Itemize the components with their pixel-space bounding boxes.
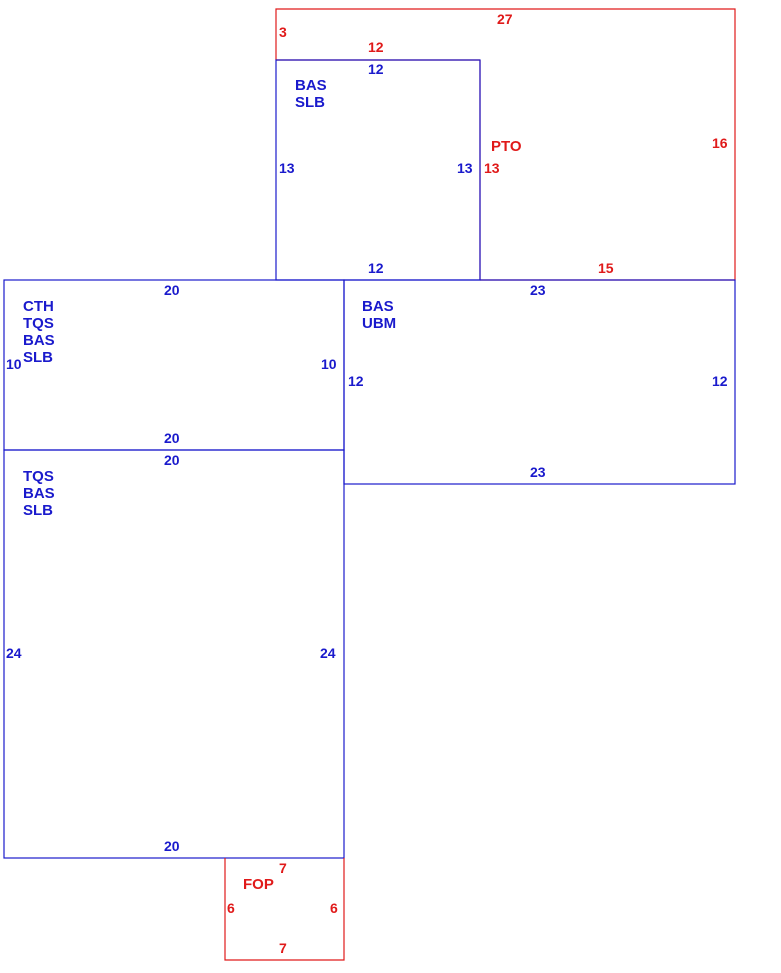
room-tqs-bas-slb-name-line: TQS xyxy=(23,468,54,485)
room-tqs-bas-slb-dim-right: 24 xyxy=(320,645,336,661)
room-bas-slb-upper: BAS SLB 12 13 13 12 xyxy=(275,59,481,281)
room-tqs-bas-slb-dim-top: 20 xyxy=(164,452,180,468)
room-bas-ubm-dim-top: 23 xyxy=(530,282,546,298)
room-pto-dim-top: 27 xyxy=(497,11,513,27)
room-bas-ubm-dim-right: 12 xyxy=(712,373,728,389)
room-cth-tqs-bas-slb: CTH TQS BAS SLB 20 10 10 20 xyxy=(3,279,345,451)
room-bas-slb-upper-name-line: SLB xyxy=(295,94,325,111)
room-cth-tqs-bas-slb-name-line: TQS xyxy=(23,315,54,332)
room-bas-ubm-name-line: BAS xyxy=(362,298,394,315)
room-bas-slb-upper-dim-bottom: 12 xyxy=(368,260,384,276)
room-bas-ubm-outline xyxy=(343,279,736,485)
room-pto-dim-left: 3 xyxy=(279,24,287,40)
room-fop-dim-top: 7 xyxy=(279,860,287,876)
room-bas-ubm: BAS UBM 23 12 12 23 xyxy=(343,279,736,485)
room-cth-tqs-bas-slb-name-line: CTH xyxy=(23,298,54,315)
room-pto: PTO 27 3 16 15 12 13 xyxy=(275,8,736,281)
room-pto-dim-inner-top: 12 xyxy=(368,39,384,55)
room-cth-tqs-bas-slb-dim-right: 10 xyxy=(321,356,337,372)
room-pto-name-line: PTO xyxy=(491,138,522,155)
room-fop-dim-right: 6 xyxy=(330,900,338,916)
room-tqs-bas-slb-dim-left: 24 xyxy=(6,645,22,661)
room-fop-outline xyxy=(224,858,345,961)
room-tqs-bas-slb: TQS BAS SLB 20 24 24 20 xyxy=(3,449,345,859)
room-pto-dim-inner-left: 13 xyxy=(484,160,500,176)
room-bas-slb-upper-dim-right: 13 xyxy=(457,160,473,176)
room-fop-dim-bottom: 7 xyxy=(279,940,287,956)
room-bas-ubm-dim-left: 12 xyxy=(348,373,364,389)
room-bas-ubm-dim-bottom: 23 xyxy=(530,464,546,480)
room-pto-dim-bottom: 15 xyxy=(598,260,614,276)
room-bas-ubm-name-line: UBM xyxy=(362,315,396,332)
room-tqs-bas-slb-name-line: SLB xyxy=(23,502,53,519)
room-tqs-bas-slb-name-line: BAS xyxy=(23,485,55,502)
room-bas-slb-upper-dim-left: 13 xyxy=(279,160,295,176)
room-cth-tqs-bas-slb-dim-bottom: 20 xyxy=(164,430,180,446)
room-cth-tqs-bas-slb-dim-left: 10 xyxy=(6,356,22,372)
room-fop-name-line: FOP xyxy=(243,876,274,893)
room-tqs-bas-slb-outline xyxy=(3,449,345,859)
room-bas-slb-upper-dim-top: 12 xyxy=(368,61,384,77)
room-tqs-bas-slb-dim-bottom: 20 xyxy=(164,838,180,854)
room-fop: FOP 7 6 6 7 xyxy=(224,858,345,961)
room-cth-tqs-bas-slb-name-line: SLB xyxy=(23,349,53,366)
room-cth-tqs-bas-slb-name-line: BAS xyxy=(23,332,55,349)
room-cth-tqs-bas-slb-dim-top: 20 xyxy=(164,282,180,298)
room-pto-dim-right: 16 xyxy=(712,135,728,151)
room-bas-slb-upper-name-line: BAS xyxy=(295,77,327,94)
room-fop-dim-left: 6 xyxy=(227,900,235,916)
room-cth-tqs-bas-slb-outline xyxy=(3,279,345,451)
